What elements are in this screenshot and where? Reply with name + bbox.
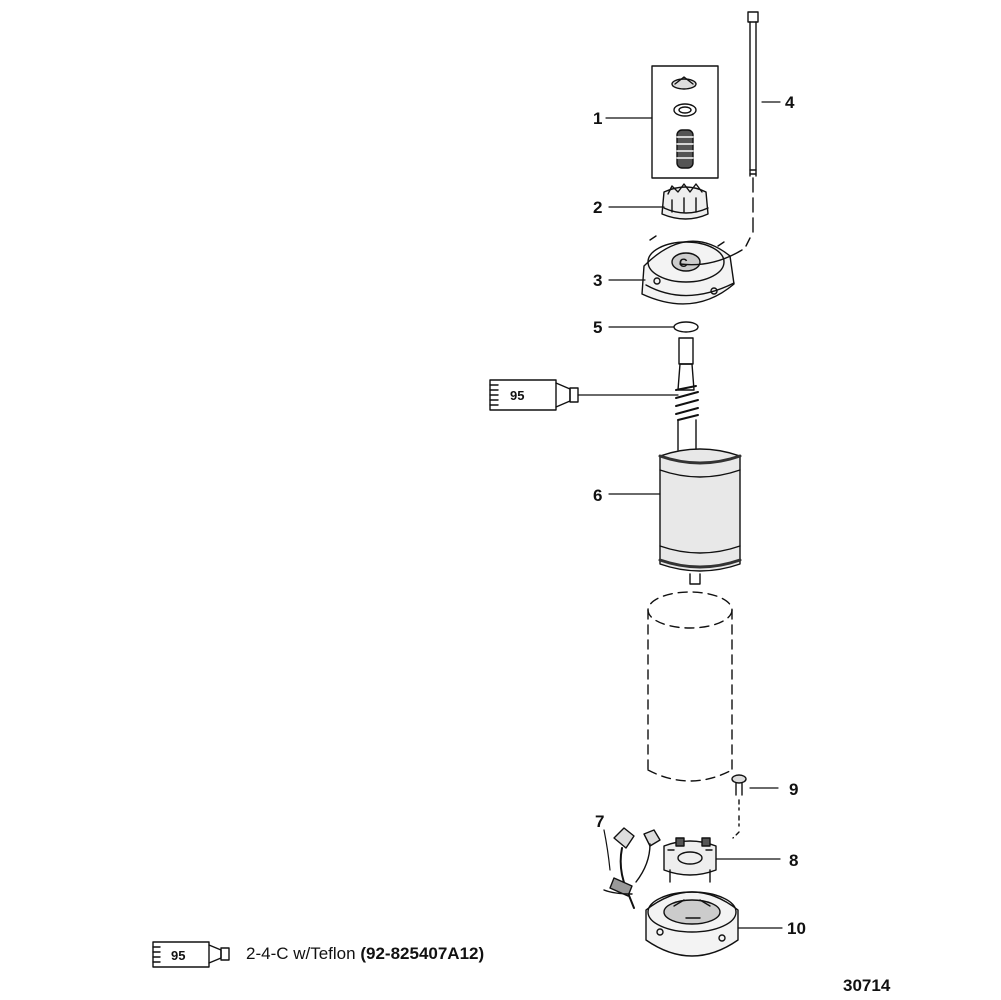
callout-10: 10	[787, 919, 806, 938]
callout-9: 9	[789, 780, 798, 799]
part-1-kit	[651, 65, 719, 179]
part-6-armature	[658, 337, 742, 585]
legend-description: 2-4-C w/Teflon	[246, 944, 356, 963]
callout-numbers: 1 2 3 4 5 6 7 8 9 10 95 95	[171, 93, 806, 963]
legend-tube-number: 95	[171, 948, 185, 963]
callout-3: 3	[593, 271, 602, 290]
drawing-number: 30714	[843, 976, 891, 995]
part-4-through-bolt	[679, 11, 759, 266]
part-3-end-cap: C	[641, 235, 735, 305]
part-5-o-ring	[673, 321, 699, 333]
grease-tube-icon	[489, 379, 579, 411]
callout-6: 6	[593, 486, 602, 505]
legend-grease-tube-icon	[152, 941, 230, 968]
callout-2: 2	[593, 198, 602, 217]
legend-text: 2-4-C w/Teflon (92-825407A12)	[246, 944, 484, 964]
callout-1: 1	[593, 109, 602, 128]
legend-part-number: (92-825407A12)	[360, 944, 485, 963]
part-9-screw	[731, 774, 747, 839]
callout-8: 8	[789, 851, 798, 870]
part-2-drive-gear	[661, 183, 709, 220]
part-7-brush-lead	[603, 827, 661, 909]
callout-7: 7	[595, 812, 604, 831]
callout-5: 5	[593, 318, 602, 337]
part-10-commutator-end-cap	[645, 891, 739, 957]
svg-text:C: C	[679, 256, 688, 270]
callout-4: 4	[785, 93, 795, 112]
leader-lines	[577, 101, 783, 929]
part-8-brush-holder	[663, 837, 717, 883]
phantom-frame-outline	[647, 591, 733, 782]
tube-number-label: 95	[510, 388, 524, 403]
